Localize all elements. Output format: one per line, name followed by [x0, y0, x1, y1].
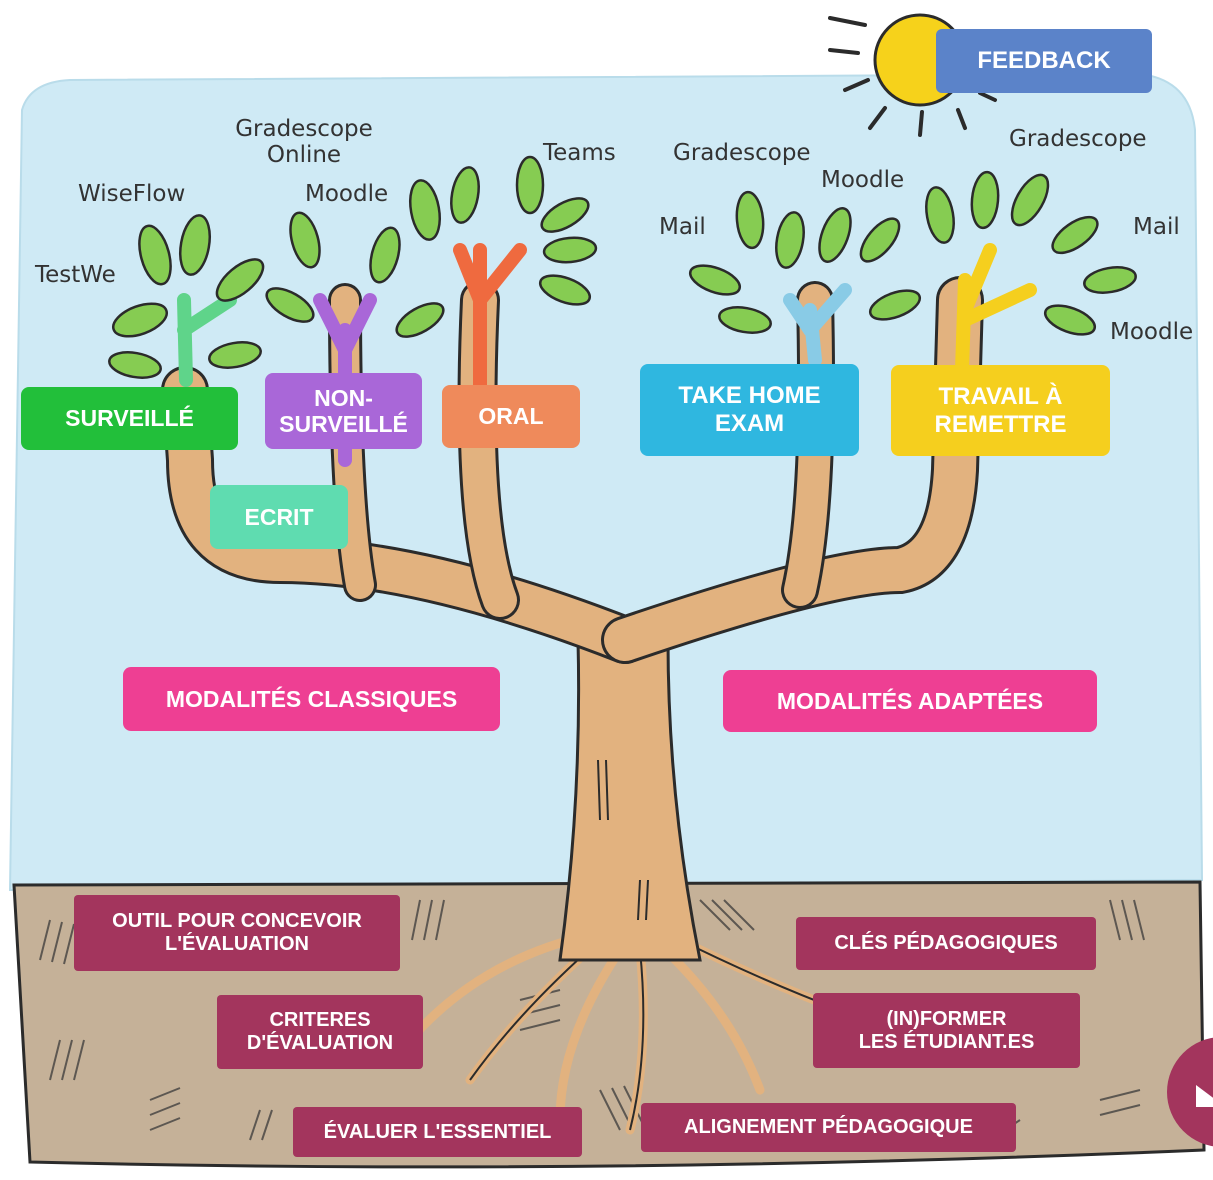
- root-criteres-line2: D'ÉVALUATION: [246, 1032, 394, 1054]
- branch-travail-line2: REMETTRE: [934, 410, 1067, 438]
- tool-testwe: TestWe: [35, 262, 116, 288]
- branch-surveille: SURVEILLÉ: [21, 387, 238, 450]
- tool-gradescope-online-line2: Online: [266, 142, 342, 169]
- branch-travail-line1: TRAVAIL À: [938, 382, 1063, 410]
- tool-moodle-travail: Moodle: [1110, 319, 1194, 345]
- tool-mail-take-home: Mail: [659, 214, 706, 240]
- tool-gradescope-online: Gradescope Online: [230, 116, 378, 169]
- tool-moodle-non-surveille: Moodle: [305, 181, 389, 207]
- root-informer-line1: (IN)FORMER: [886, 1007, 1007, 1030]
- tree-branches: [161, 276, 984, 664]
- branch-ecrit: ECRIT: [210, 485, 348, 549]
- modalites-classiques: MODALITÉS CLASSIQUES: [123, 667, 500, 731]
- tool-teams: Teams: [543, 140, 616, 166]
- branch-take-home-line2: EXAM: [714, 410, 785, 437]
- tool-wiseflow: WiseFlow: [78, 181, 186, 207]
- root-alignement-pedagogique: ALIGNEMENT PÉDAGOGIQUE: [641, 1103, 1016, 1152]
- branch-oral: ORAL: [442, 385, 580, 448]
- branch-take-home-line1: TAKE HOME: [678, 382, 821, 410]
- tool-gradescope-travail: Gradescope: [1009, 126, 1147, 152]
- branch-take-home-exam: TAKE HOME EXAM: [640, 364, 859, 456]
- tool-gradescope-take-home: Gradescope: [673, 140, 811, 166]
- root-outil-line1: OUTIL POUR CONCEVOIR: [112, 910, 362, 932]
- tool-moodle-take-home: Moodle: [821, 167, 905, 193]
- feedback-label: FEEDBACK: [936, 29, 1152, 93]
- branch-non-surveille-line2: SURVEILLÉ: [279, 411, 408, 437]
- tree-trunk: [558, 638, 702, 962]
- trunk-texture: [597, 759, 649, 921]
- branch-non-surveille-line1: NON-: [314, 384, 373, 411]
- root-informer-etudiants: (IN)FORMER LES ÉTUDIANT.ES: [813, 993, 1080, 1068]
- modalites-adaptees: MODALITÉS ADAPTÉES: [723, 670, 1097, 732]
- tool-gradescope-online-line1: Gradescope: [235, 116, 373, 142]
- root-informer-line2: LES ÉTUDIANT.ES: [858, 1030, 1035, 1053]
- root-outil-concevoir: OUTIL POUR CONCEVOIR L'ÉVALUATION: [74, 895, 400, 971]
- side-circle-icon: [1167, 1037, 1213, 1147]
- root-evaluer-essentiel: ÉVALUER L'ESSENTIEL: [293, 1107, 582, 1157]
- branch-travail-a-remettre: TRAVAIL À REMETTRE: [891, 365, 1110, 456]
- root-criteres-evaluation: CRITERES D'ÉVALUATION: [217, 995, 423, 1069]
- tree-leaves: [108, 155, 1137, 379]
- branch-non-surveille: NON- SURVEILLÉ: [265, 373, 422, 449]
- root-outil-line2: L'ÉVALUATION: [164, 933, 309, 955]
- root-cles-pedagogiques: CLÉS PÉDAGOGIQUES: [796, 917, 1096, 970]
- tool-mail-travail: Mail: [1133, 214, 1180, 240]
- root-criteres-line1: CRITERES: [269, 1009, 371, 1031]
